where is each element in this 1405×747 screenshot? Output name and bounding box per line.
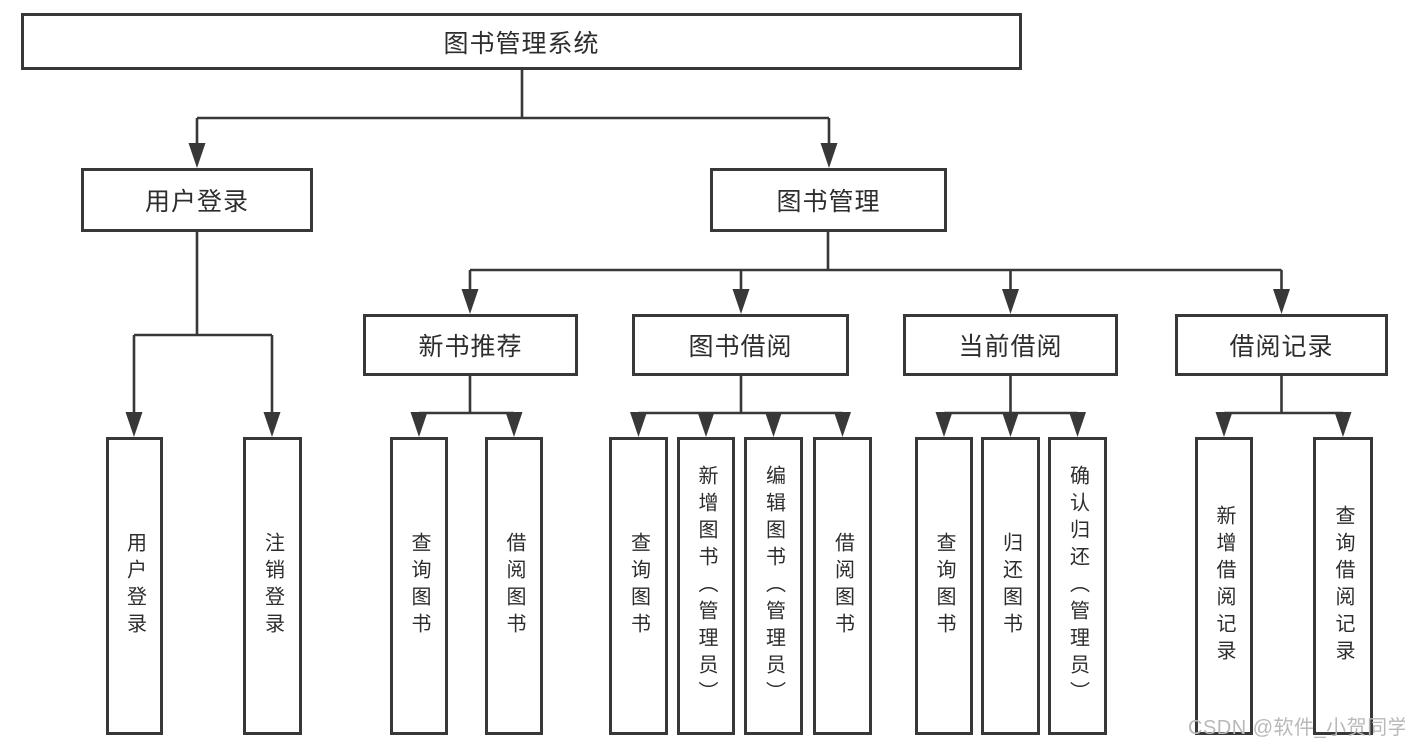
arrow-down-icon <box>765 412 782 437</box>
node-label: 查询借阅记录 <box>1332 505 1354 667</box>
node-label: 新书推荐 <box>418 333 523 361</box>
leaf-borrow-books-recommend: 借阅图书 <box>485 437 543 735</box>
edge-borrow-records-to-children <box>1224 376 1343 415</box>
node-label: 图书管理系统 <box>443 29 600 58</box>
leaf-user-login: 用户登录 <box>106 437 163 735</box>
node-label: 图书借阅 <box>688 333 793 361</box>
edge-book-management-to-level3 <box>468 232 1283 292</box>
arrow-down-icon <box>1334 412 1352 437</box>
node-label: 查询图书 <box>408 532 430 640</box>
node-current-borrow: 当前借阅 <box>903 314 1118 376</box>
arrow-down-icon <box>1069 412 1086 437</box>
arrow-down-icon <box>820 143 838 168</box>
arrow-down-icon <box>732 289 750 314</box>
node-label: 编辑图书（管理员） <box>762 464 785 708</box>
leaf-add-borrow-record: 新增借阅记录 <box>1195 437 1253 735</box>
arrow-down-icon <box>1215 412 1233 437</box>
leaf-return-book: 归还图书 <box>981 437 1040 735</box>
leaf-query-books-current: 查询图书 <box>915 437 973 735</box>
arrow-down-icon <box>505 412 523 437</box>
node-label: 当前借阅 <box>958 333 1063 361</box>
node-label: 新增借阅记录 <box>1213 505 1235 667</box>
watermark: CSDN @软件_小贺同学 <box>1188 717 1405 739</box>
edge-new-book-recommend-to-children <box>419 376 514 415</box>
leaf-query-books-borrow: 查询图书 <box>609 437 668 735</box>
node-label: 借阅记录 <box>1229 333 1334 361</box>
leaf-confirm-return-admin: 确认归还（管理员） <box>1048 437 1107 735</box>
edge-current-borrow-to-children <box>944 376 1078 415</box>
edge-book-borrow-to-children <box>638 376 843 415</box>
leaf-edit-book-admin: 编辑图书（管理员） <box>744 437 803 735</box>
node-label: 查询图书 <box>933 532 955 640</box>
leaf-logout: 注销登录 <box>243 437 302 735</box>
arrow-down-icon <box>1002 289 1019 314</box>
leaf-query-borrow-record: 查询借阅记录 <box>1313 437 1373 735</box>
node-user-login: 用户登录 <box>81 168 313 232</box>
node-label: 确认归还（管理员） <box>1066 464 1089 708</box>
arrow-down-icon <box>1002 412 1019 437</box>
arrow-down-icon <box>461 289 479 314</box>
leaf-borrow-books: 借阅图书 <box>813 437 872 735</box>
arrow-down-icon <box>125 412 143 437</box>
edge-user-login-to-children <box>132 232 274 415</box>
edge-root-to-level2 <box>195 70 831 146</box>
node-root: 图书管理系统 <box>21 13 1022 70</box>
node-label: 查询图书 <box>627 532 650 640</box>
arrowheads <box>125 143 1352 437</box>
node-label: 用户登录 <box>144 188 249 216</box>
node-label: 新增图书（管理员） <box>695 464 717 708</box>
node-new-book-recommend: 新书推荐 <box>363 314 578 376</box>
arrow-down-icon <box>697 412 715 437</box>
leaf-add-book-admin: 新增图书（管理员） <box>677 437 735 735</box>
arrow-down-icon <box>410 412 428 437</box>
arrow-down-icon <box>188 143 206 168</box>
arrow-down-icon <box>935 412 953 437</box>
arrow-down-icon <box>1273 289 1290 314</box>
arrow-down-icon <box>834 412 851 437</box>
leaf-query-books-recommend: 查询图书 <box>390 437 448 735</box>
arrow-down-icon <box>630 412 647 437</box>
node-label: 注销登录 <box>261 532 284 640</box>
node-label: 用户登录 <box>123 532 146 640</box>
node-borrow-records: 借阅记录 <box>1175 314 1388 376</box>
arrow-down-icon <box>263 412 281 437</box>
node-label: 借阅图书 <box>503 532 525 640</box>
node-label: 借阅图书 <box>831 532 854 640</box>
node-label: 归还图书 <box>999 532 1022 640</box>
node-book-borrow: 图书借阅 <box>632 314 849 376</box>
node-book-management: 图书管理 <box>710 168 947 232</box>
node-label: 图书管理 <box>776 188 881 216</box>
